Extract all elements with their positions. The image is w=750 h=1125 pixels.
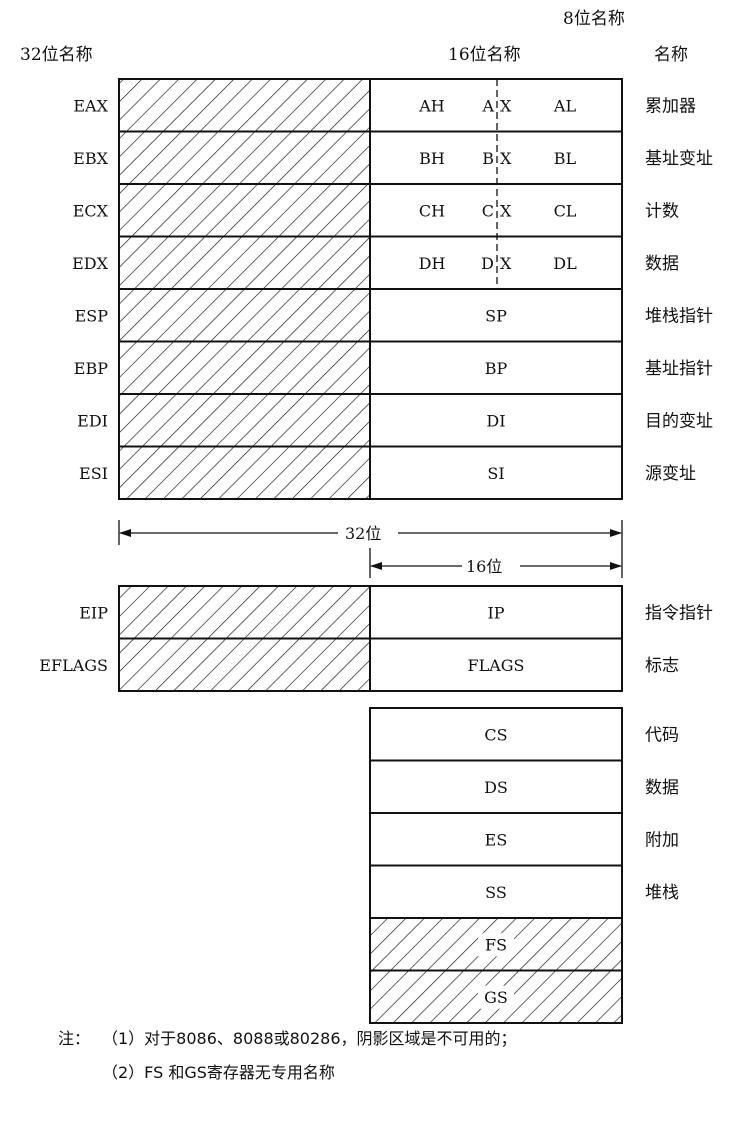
header-name: 名称 [654, 45, 688, 65]
reg-eax-x-suffix: X [500, 96, 512, 115]
note-line-1: 注： （1）对于8086、8088或80286，阴影区域是不可用的； [58, 1022, 738, 1056]
reg-ecx-x-prefix: C [482, 201, 494, 220]
reg-ss-desc: 堆栈 [645, 883, 679, 903]
reg-ds: DS 数据 [484, 778, 679, 798]
reg-edx-high-byte: DH [419, 254, 446, 273]
label-16bit: 16位 [466, 557, 502, 576]
reg-edx-name32: EDX [72, 254, 109, 273]
reg-eflags-desc: 标志 [645, 656, 679, 676]
reg-esp: ESP 堆栈指针 SP [75, 306, 713, 326]
note-line-2: （2）FS 和GS寄存器无专用名称 [58, 1056, 738, 1090]
reg-eflags: EFLAGS 标志 FLAGS [39, 656, 679, 676]
reg-cs-desc: 代码 [645, 725, 679, 745]
reg-esi-name16: SI [487, 464, 504, 483]
reg-ebp-name32: EBP [74, 359, 108, 378]
reg-fs-name16: FS [485, 935, 507, 954]
reg-ebx-name32: EBX [73, 149, 108, 168]
reg-eip-name16: IP [487, 603, 504, 622]
reg-esp-name32: ESP [75, 306, 109, 325]
reg-edx-x-prefix: D [481, 254, 494, 273]
reg-ebp: EBP 基址指针 BP [74, 359, 713, 379]
reg-esi-desc: 源变址 [645, 464, 696, 484]
pointer-register-group: ESP 堆栈指针 SP EBP 基址指针 BP EDI 目的变址 DI ESI 源变址 SI [74, 288, 713, 500]
reg-es-desc: 附加 [645, 830, 679, 850]
reg-eip-name32: EIP [79, 603, 108, 622]
reg-esi-name32: ESI [79, 464, 108, 483]
reg-ds-desc: 数据 [645, 778, 679, 798]
reg-ebx-low-byte: BL [554, 149, 577, 168]
reg-edi-name32: EDI [77, 411, 108, 430]
reg-edx-low-byte: DL [553, 254, 577, 273]
reg-es-name16: ES [485, 830, 508, 849]
reg-eip: EIP 指令指针 IP [79, 603, 713, 623]
reg-ebp-name16: BP [485, 359, 508, 378]
reg-edx-desc: 数据 [645, 254, 679, 274]
reg-ds-name16: DS [484, 778, 508, 797]
reg-ecx-desc: 计数 [645, 201, 679, 221]
reg-fs: FS [478, 933, 514, 957]
reg-ss-name16: SS [485, 883, 507, 902]
reg-ecx-high-byte: CH [419, 201, 445, 220]
reg-gs-name16: GS [484, 988, 508, 1007]
note-label: 注： [58, 1029, 91, 1048]
reg-gs: GS [478, 985, 514, 1009]
reg-ebx-x-suffix: X [500, 149, 512, 168]
reg-cs-name16: CS [484, 725, 507, 744]
reg-edx-x-suffix: X [500, 254, 512, 273]
reg-ecx-x-suffix: X [500, 201, 512, 220]
reg-edi-desc: 目的变址 [645, 411, 713, 431]
note-text-2: （2）FS 和GS寄存器无专用名称 [102, 1063, 335, 1082]
reg-eax-name32: EAX [73, 96, 108, 115]
label-32bit: 32位 [345, 524, 381, 543]
reg-eip-desc: 指令指针 [645, 603, 713, 623]
notes: 注： （1）对于8086、8088或80286，阴影区域是不可用的； （2）FS … [58, 1022, 738, 1090]
reg-eax-low-byte: AL [553, 96, 577, 115]
reg-eax-desc: 累加器 [645, 96, 696, 116]
note-text-1: （1）对于8086、8088或80286，阴影区域是不可用的； [102, 1029, 517, 1048]
reg-es: ES 附加 [485, 830, 679, 850]
reg-esp-name16: SP [485, 306, 507, 325]
reg-ebp-desc: 基址指针 [645, 359, 713, 379]
header-8bit-name: 8位名称 [563, 9, 625, 29]
reg-ss: SS 堆栈 [485, 883, 679, 903]
reg-cs: CS 代码 [484, 725, 679, 745]
reg-eax-high-byte: AH [418, 96, 445, 115]
reg-eflags-name32: EFLAGS [39, 656, 108, 675]
control-register-group: EIP 指令指针 IP EFLAGS 标志 FLAGS [39, 585, 713, 692]
reg-ecx-low-byte: CL [554, 201, 577, 220]
reg-ecx-name32: ECX [73, 201, 109, 220]
reg-ebx-high-byte: BH [419, 149, 445, 168]
reg-esp-desc: 堆栈指针 [645, 306, 713, 326]
reg-edi-name16: DI [486, 411, 505, 430]
header-16bit-name: 16位名称 [448, 45, 521, 65]
segment-register-group: CS 代码 DS 数据 ES 附加 SS 堆栈 FS GS [369, 707, 679, 1024]
reg-esi: ESI 源变址 SI [79, 464, 696, 484]
reg-edi: EDI 目的变址 DI [77, 411, 713, 431]
header-32bit-name: 32位名称 [20, 45, 93, 65]
reg-ebx-desc: 基址变址 [645, 149, 713, 169]
reg-eax-x-prefix: A [481, 96, 494, 115]
width-dimension: 32位 16位 [118, 520, 623, 578]
reg-gs-label-bg [478, 985, 514, 1009]
reg-eflags-name16: FLAGS [467, 656, 524, 675]
reg-ebx-x-prefix: B [482, 149, 494, 168]
reg-fs-label-bg [478, 933, 514, 957]
